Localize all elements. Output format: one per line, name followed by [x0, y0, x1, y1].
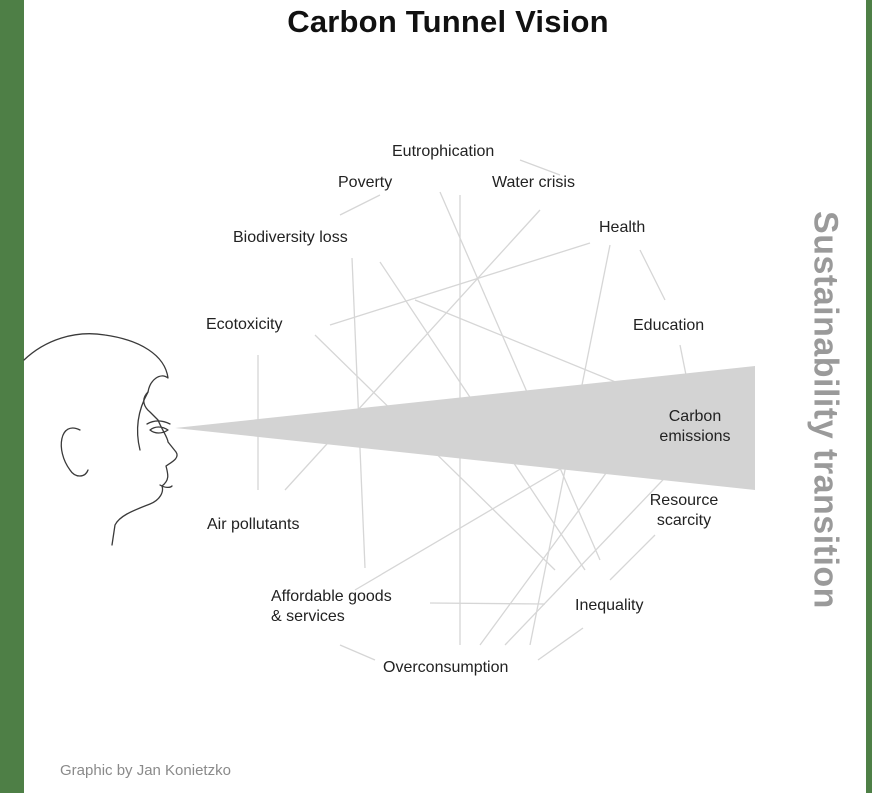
diagram-title: Carbon Tunnel Vision	[287, 4, 609, 39]
node-carbon-emissions-line1: Carbon	[668, 408, 722, 425]
link-line	[414, 299, 641, 393]
node-eutrophication: Eutrophication	[392, 143, 495, 160]
link-line	[609, 534, 656, 581]
link-line	[329, 242, 591, 326]
link-line	[537, 627, 584, 661]
node-resource-scarcity-line2: scarcity	[656, 512, 712, 529]
node-education: Education	[633, 317, 705, 334]
node-poverty: Poverty	[338, 174, 393, 191]
link-line	[429, 602, 546, 605]
node-biodiversity-loss: Biodiversity loss	[233, 229, 348, 246]
link-line	[639, 249, 666, 301]
node-overconsumption: Overconsumption	[383, 659, 509, 676]
head-profile	[23, 333, 178, 546]
link-line	[339, 644, 376, 661]
link-line	[504, 461, 681, 646]
node-resource-scarcity-line1: Resource	[649, 492, 719, 509]
face-outline	[23, 333, 178, 546]
sustainability-transition-label: Sustainability transition	[806, 211, 845, 609]
node-ecotoxicity: Ecotoxicity	[206, 316, 283, 333]
ear-outline	[60, 427, 89, 477]
mouth-line	[159, 484, 173, 489]
hair-line	[137, 391, 149, 451]
node-affordable-line2: & services	[271, 608, 345, 625]
node-inequality: Inequality	[575, 597, 644, 614]
link-line	[339, 194, 381, 216]
eye-outline	[149, 426, 169, 434]
node-affordable-line1: Affordable goods	[271, 588, 392, 605]
node-water-crisis: Water crisis	[492, 174, 575, 191]
node-health: Health	[599, 219, 646, 236]
node-air-pollutants: Air pollutants	[207, 516, 300, 533]
node-carbon-emissions-line2: emissions	[659, 428, 731, 445]
graphic-credit: Graphic by Jan Konietzko	[60, 762, 231, 779]
node-affordable-goods-services: Affordable goods & services	[271, 587, 392, 627]
link-line	[519, 159, 561, 176]
link-line	[439, 191, 601, 561]
node-resource-scarcity: Resource scarcity	[636, 491, 732, 531]
node-carbon-emissions: Carbon emissions	[647, 407, 743, 447]
vision-cone	[175, 366, 755, 490]
eyebrow	[146, 420, 171, 425]
